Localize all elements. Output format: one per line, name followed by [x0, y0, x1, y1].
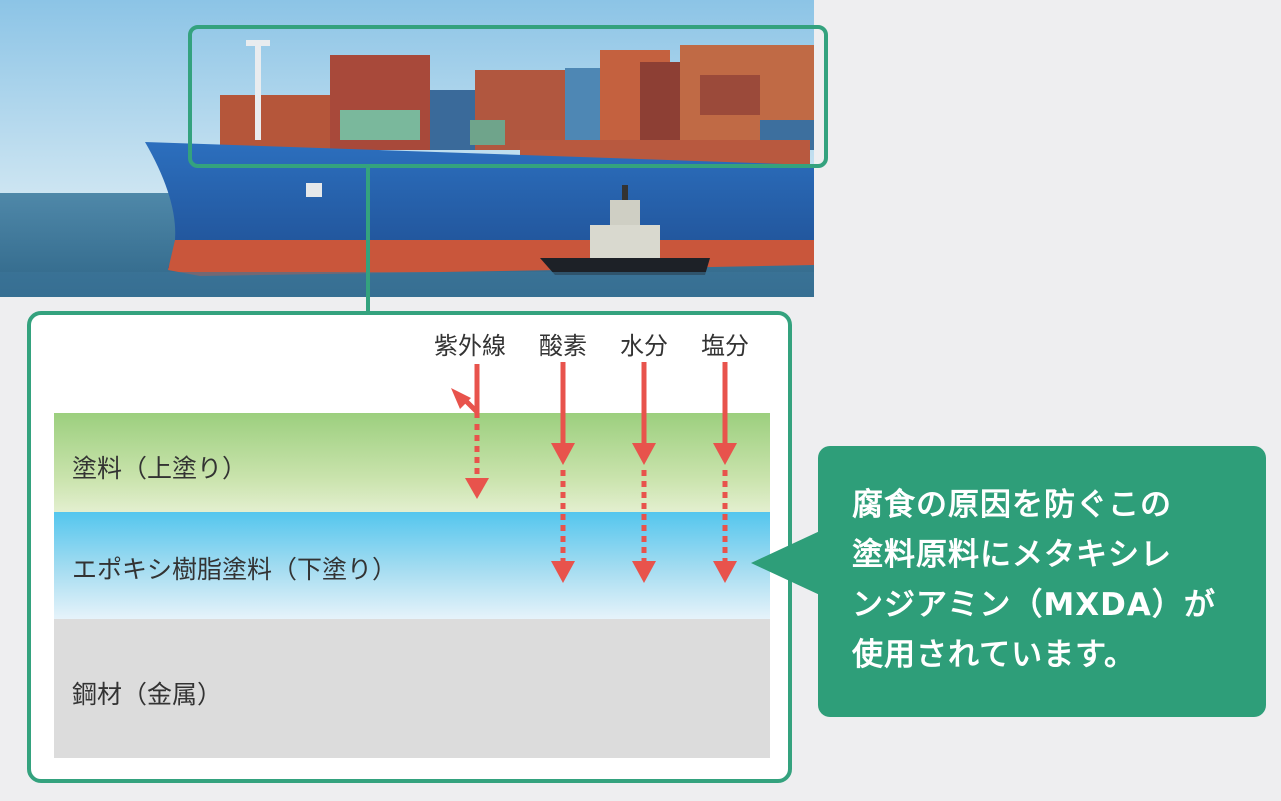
tugboat	[540, 185, 710, 275]
layer-label-epoxy: エポキシ樹脂塗料（下塗り）	[72, 555, 398, 584]
callout-line-4: 使用されています。	[852, 637, 1136, 673]
layer-epoxy-undercoat: エポキシ樹脂塗料（下塗り）	[54, 512, 770, 619]
highlight-box	[188, 25, 828, 168]
threat-label-oxygen: 酸素	[539, 332, 587, 360]
callout-line-1: 腐食の原因を防ぐこの	[852, 487, 1172, 523]
callout-line-2: 塗料原料にメタキシレ	[852, 537, 1172, 573]
threat-label-moisture: 水分	[620, 332, 668, 360]
layer-steel: 鋼材（金属）	[54, 619, 770, 758]
layer-label-topcoat: 塗料（上塗り）	[72, 454, 248, 483]
mxda-callout: 腐食の原因を防ぐこの 塗料原料にメタキシレ ンジアミン（MXDA）が 使用されて…	[818, 446, 1266, 717]
threat-label-uv: 紫外線	[434, 332, 506, 360]
layer-label-steel: 鋼材（金属）	[72, 680, 223, 709]
callout-line-3: ンジアミン（MXDA）が	[852, 587, 1216, 623]
container-ship-photo	[0, 0, 814, 297]
threat-label-salt: 塩分	[701, 332, 749, 360]
layer-topcoat: 塗料（上塗り）	[54, 413, 770, 512]
